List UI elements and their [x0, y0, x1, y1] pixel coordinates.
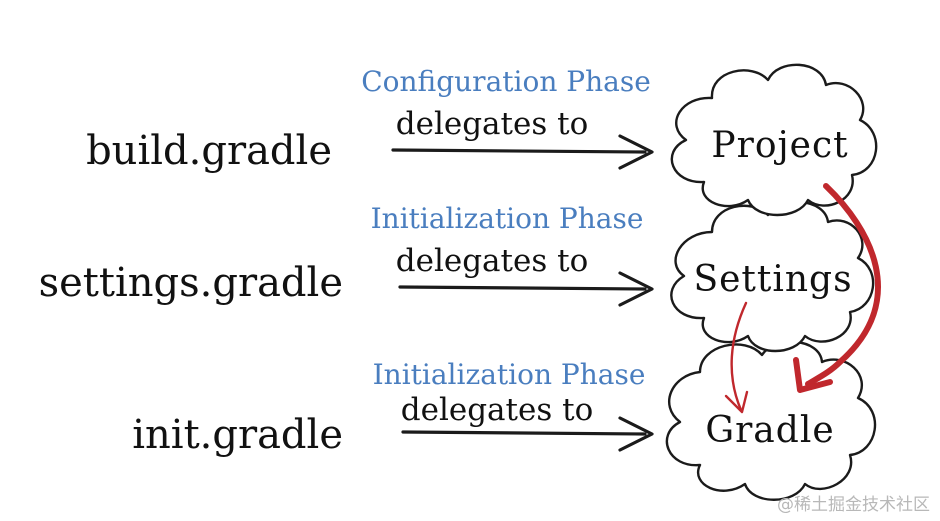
cloud-project: Project — [670, 63, 878, 217]
row-settings: settings.gradle Initialization Phase del… — [39, 202, 654, 307]
row-build: build.gradle Configuration Phase delegat… — [86, 65, 654, 174]
arrow-head — [724, 390, 749, 414]
red-arrow-project-to-gradle — [793, 183, 881, 393]
file-label-build: build.gradle — [86, 128, 332, 174]
arrow-settings-to-settings — [398, 271, 654, 307]
arrow-shaft — [391, 148, 647, 154]
phase-label-configuration: Configuration Phase — [361, 65, 651, 98]
arrow-head — [618, 416, 654, 452]
phase-label-initialization-init: Initialization Phase — [373, 358, 646, 391]
file-label-settings: settings.gradle — [39, 260, 343, 306]
arrow-head — [793, 357, 833, 393]
file-label-init: init.gradle — [132, 412, 343, 458]
row-init: init.gradle Initialization Phase delegat… — [132, 358, 654, 458]
arrow-shaft — [401, 430, 647, 436]
watermark-text: @稀土掘金技术社区 — [777, 495, 930, 515]
cloud-gradle: Gradle — [665, 340, 877, 501]
red-arrow-settings-to-gradle — [724, 301, 749, 414]
arrow-shaft — [398, 285, 647, 291]
cloud-settings: Settings — [670, 200, 875, 353]
relation-label-init: delegates to — [401, 392, 593, 428]
relation-label-settings: delegates to — [396, 243, 588, 279]
node-label-gradle: Gradle — [705, 410, 834, 451]
arrow-shaft — [805, 183, 881, 387]
relation-label-build: delegates to — [396, 106, 588, 142]
arrow-head — [618, 134, 654, 170]
node-label-settings: Settings — [693, 259, 852, 300]
arrow-build-to-project — [391, 134, 654, 170]
arrow-shaft — [730, 301, 748, 412]
node-label-project: Project — [711, 125, 848, 166]
arrow-head — [618, 271, 654, 307]
arrow-init-to-gradle — [401, 416, 654, 452]
phase-label-initialization-settings: Initialization Phase — [371, 202, 644, 235]
